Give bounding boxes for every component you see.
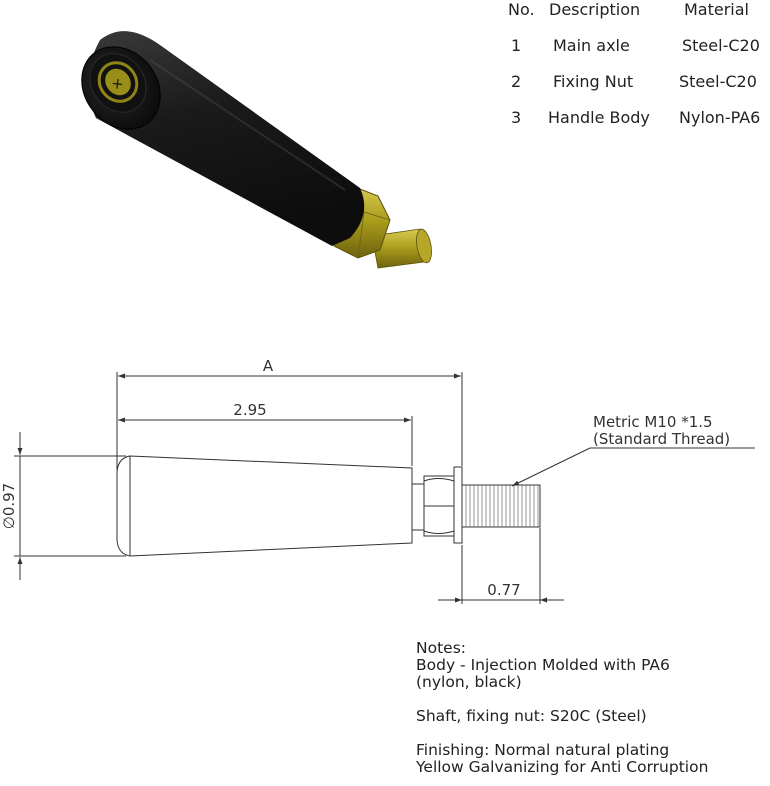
- bom-cell-description: Handle Body: [548, 108, 650, 127]
- bom-header-row: No. Description Material: [496, 0, 770, 22]
- thread-callout-line1: Metric M10 *1.5: [593, 413, 713, 431]
- bom-cell-description: Fixing Nut: [553, 72, 634, 91]
- bom-cell-material: Nylon-PA6: [679, 108, 761, 127]
- thread-callout-leader: [511, 447, 591, 487]
- notes-block: Notes: Body - Injection Molded with PA6 …: [416, 640, 766, 776]
- fixing-nut-outline: [423, 475, 455, 537]
- notes-spacer: [416, 725, 766, 742]
- bom-cell-no: 1: [511, 36, 522, 55]
- dimension-body-length-label: 2.95: [233, 401, 266, 419]
- handle-side-view: [116, 455, 541, 557]
- dimension-a-label: A: [263, 357, 274, 375]
- bom-row: 3 Handle Body Nylon-PA6: [496, 108, 770, 130]
- thread-callout-line2: (Standard Thread): [593, 430, 730, 448]
- notes-spacer: [416, 691, 766, 708]
- handle-body-outline: [116, 455, 413, 557]
- dimension-lines: [14, 372, 755, 604]
- notes-shaft: Shaft, fixing nut: S20C (Steel): [416, 707, 647, 725]
- bom-cell-material: Steel-C20: [682, 36, 760, 55]
- shoulder-outline: [411, 483, 425, 531]
- notes-body-line1: Body - Injection Molded with PA6: [416, 656, 670, 674]
- bom-header-material: Material: [684, 0, 749, 19]
- threaded-shaft-outline: [461, 484, 541, 528]
- flange-outline: [453, 466, 463, 544]
- dimension-diameter-label: ∅0.97: [0, 483, 18, 529]
- bom-cell-no: 3: [511, 108, 522, 127]
- bom-header-no: No.: [508, 0, 535, 19]
- bom-row: 1 Main axle Steel-C20: [496, 36, 770, 58]
- bom-cell-description: Main axle: [553, 36, 630, 55]
- bom-cell-no: 2: [511, 72, 522, 91]
- bom-row: 2 Fixing Nut Steel-C20: [496, 72, 770, 94]
- notes-body-line2: (nylon, black): [416, 673, 522, 691]
- notes-finishing-line1: Finishing: Normal natural plating: [416, 741, 670, 759]
- handle-3d-render: ✕: [81, 31, 432, 269]
- notes-finishing-line2: Yellow Galvanizing for Anti Corruption: [416, 758, 709, 776]
- notes-heading: Notes:: [416, 639, 466, 657]
- dimension-thread-length-label: 0.77: [487, 581, 520, 599]
- bom-cell-material: Steel-C20: [679, 72, 757, 91]
- main-axle-3d: [371, 228, 432, 269]
- bom-header-description: Description: [549, 0, 641, 19]
- handle-body-3d: ✕: [81, 31, 365, 246]
